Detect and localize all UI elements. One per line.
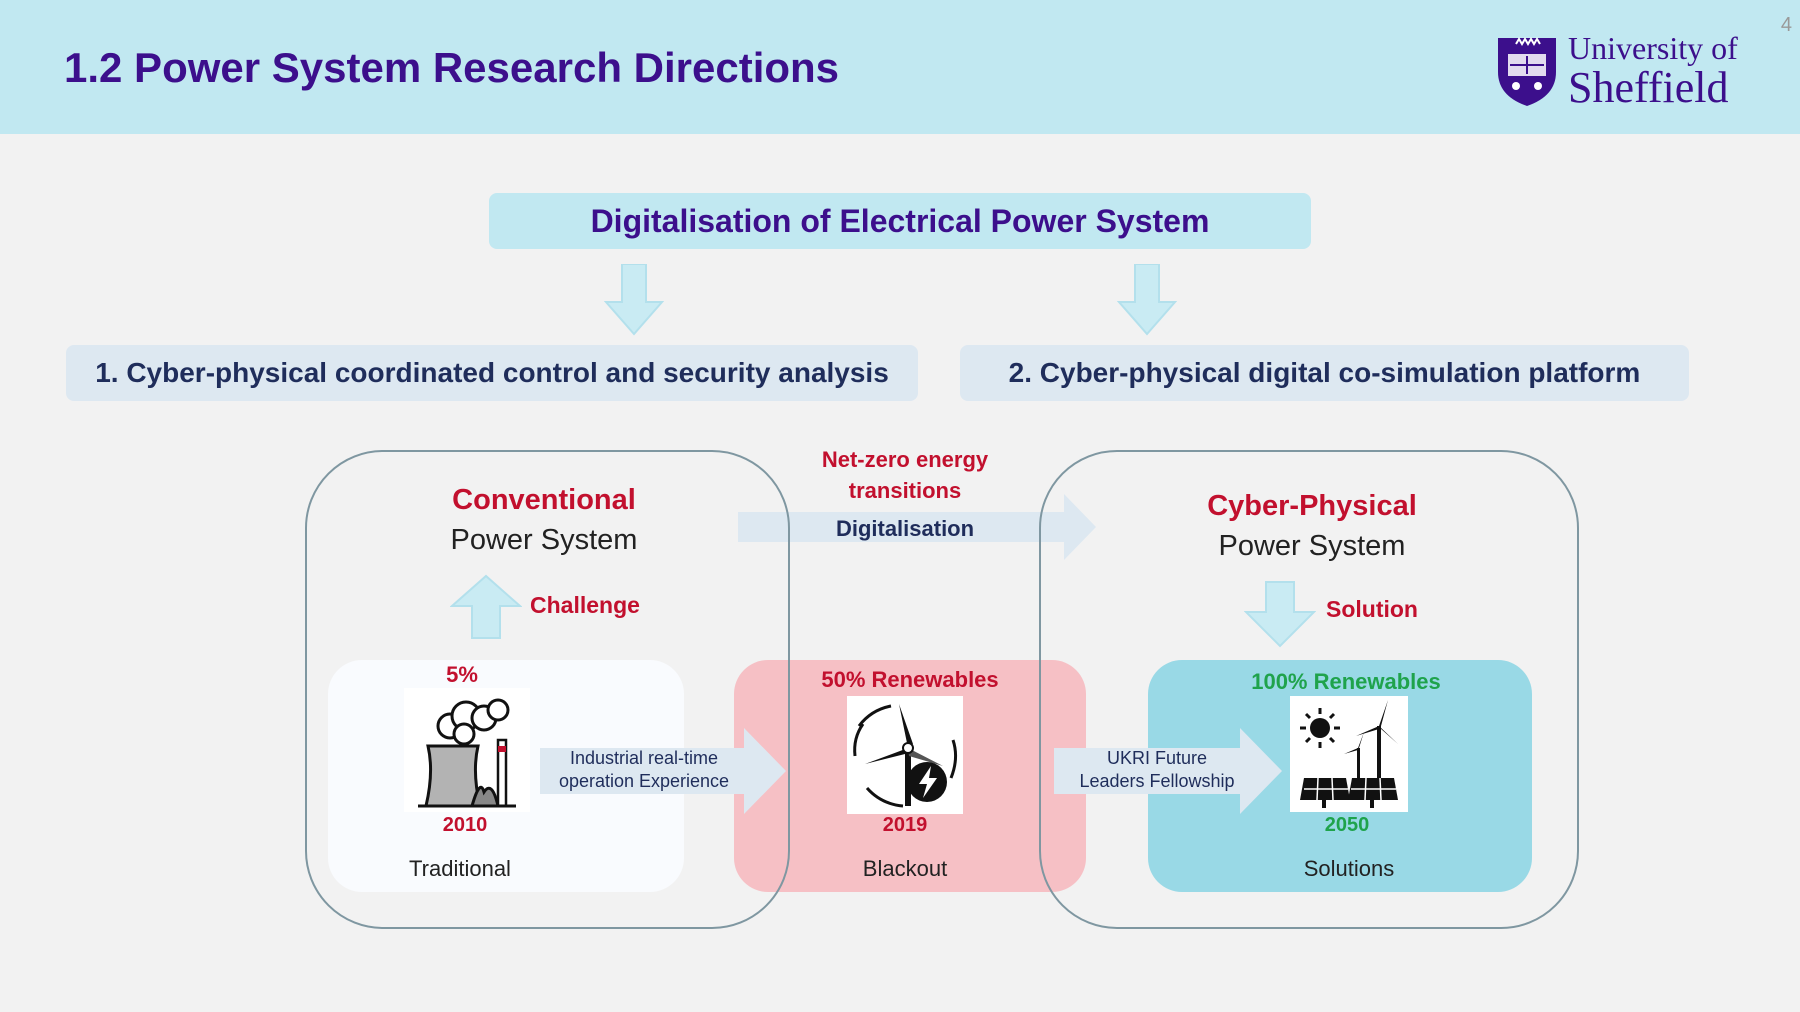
link-1-line2: operation Experience	[558, 771, 730, 791]
down-arrow-icon	[1117, 264, 1177, 336]
industrial-experience-arrow	[540, 728, 786, 814]
link-1-line1: Industrial real-time	[569, 748, 719, 768]
cyber-physical-title: Cyber-Physical	[1207, 490, 1417, 522]
direction-2-box: 2. Cyber-physical digital co-simulation …	[960, 345, 1689, 401]
up-arrow-icon	[450, 574, 522, 639]
slide-title: 1.2 Power System Research Directions	[64, 44, 840, 91]
down-arrow-icon	[604, 264, 664, 336]
wind-blackout-icon	[847, 696, 963, 814]
digitalisation-arrow-label: Digitalisation	[835, 516, 975, 541]
ukri-fellowship-arrow	[1054, 728, 1282, 814]
logo-text-line1: University of	[1568, 30, 1738, 66]
stage-year: 2050	[1324, 814, 1370, 836]
stage-label: Blackout	[862, 856, 948, 881]
stage-label: Solutions	[1303, 856, 1395, 881]
cyber-physical-subtitle: Power System	[1218, 530, 1406, 562]
page-number: 4	[1780, 14, 1792, 36]
stage-percent: 100% Renewables	[1251, 669, 1441, 694]
stage-percent: 50% Renewables	[821, 667, 999, 692]
conventional-title: Conventional	[452, 484, 636, 516]
challenge-label: Challenge	[530, 592, 640, 618]
stage-year: 2010	[442, 814, 488, 836]
digitalisation-box: Digitalisation of Electrical Power Syste…	[489, 193, 1311, 249]
link-2-line2: Leaders Fellowship	[1079, 771, 1235, 791]
down-arrow-icon	[1244, 581, 1316, 648]
power-plant-icon	[404, 688, 530, 812]
solar-wind-icon	[1290, 696, 1408, 812]
university-crest-icon	[1498, 37, 1556, 106]
conventional-system-panel	[305, 450, 790, 929]
conventional-subtitle: Power System	[450, 524, 638, 556]
stage-percent: 5%	[446, 662, 478, 687]
cyber-physical-system-panel	[1039, 450, 1579, 929]
solution-label: Solution	[1326, 596, 1418, 622]
net-zero-line2: transitions	[848, 478, 962, 503]
link-2-line1: UKRI Future	[1106, 748, 1208, 768]
direction-1-box: 1. Cyber-physical coordinated control an…	[66, 345, 918, 401]
net-zero-line1: Net-zero energy	[821, 447, 989, 472]
digitalisation-arrow	[738, 494, 1096, 560]
logo-text-line2: Sheffield	[1568, 63, 1729, 112]
stage-label: Traditional	[409, 856, 511, 881]
stage-year: 2019	[882, 814, 928, 836]
